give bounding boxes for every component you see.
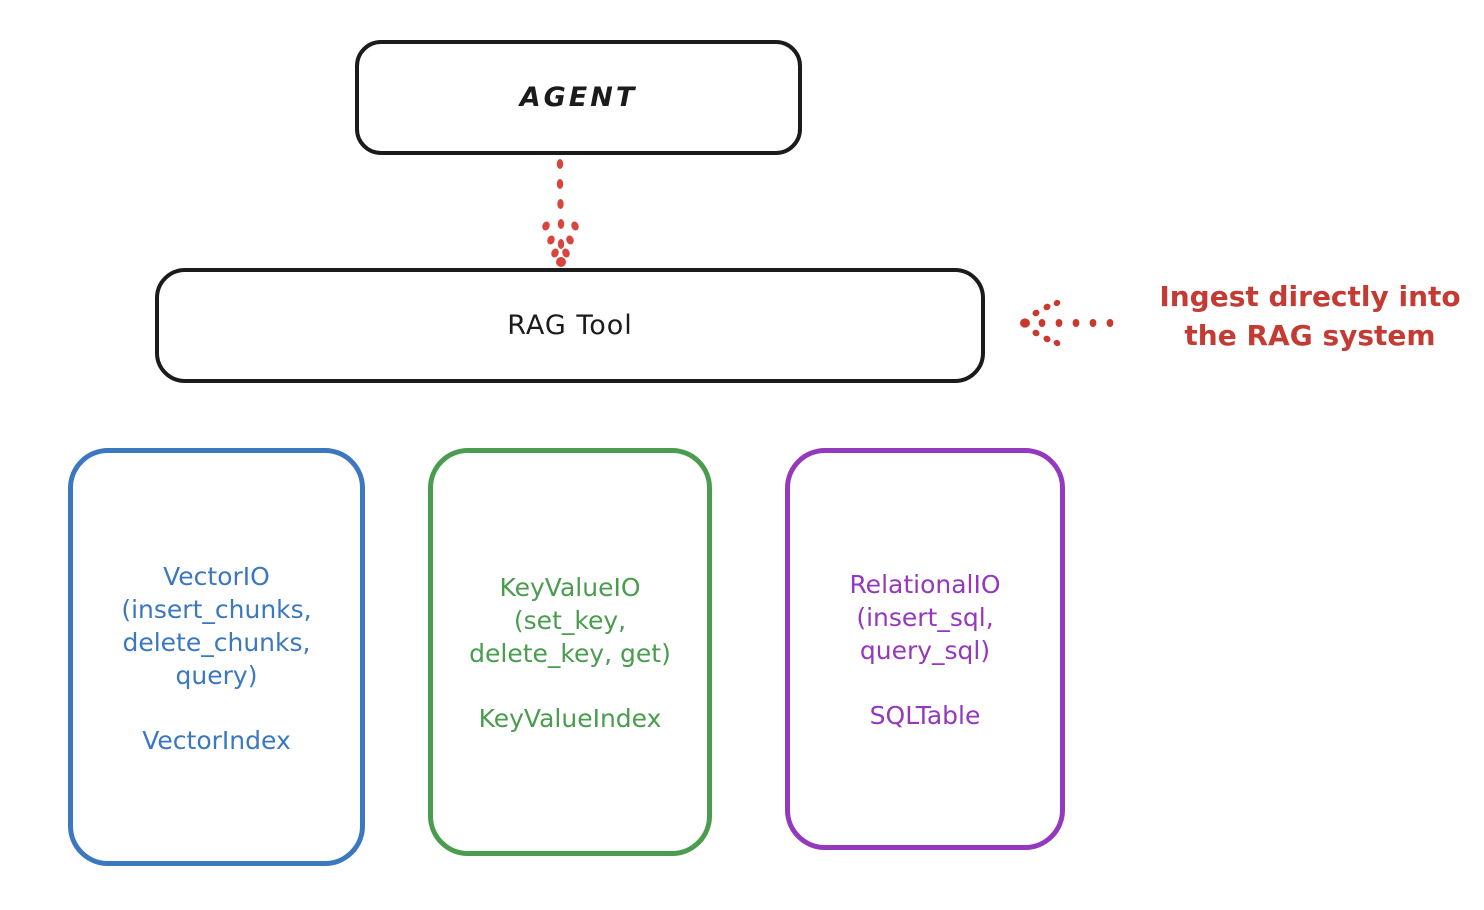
key-value-io-index-label: KeyValueIndex <box>478 704 662 733</box>
vector-io-node[interactable]: VectorIO (insert_chunks, delete_chunks, … <box>68 448 365 866</box>
agent-to-rag-tool-arrow-icon <box>542 159 579 267</box>
key-value-io-api-label: KeyValueIO (set_key, delete_key, get) <box>469 573 671 668</box>
rag-tool-node[interactable]: RAG Tool <box>155 268 985 383</box>
vector-io-api-label: VectorIO (insert_chunks, delete_chunks, … <box>121 561 312 690</box>
relational-io-api-label: RelationalIO (insert_sql, query_sql) <box>849 570 1001 665</box>
key-value-io-node[interactable]: KeyValueIO (set_key, delete_key, get) Ke… <box>428 448 712 856</box>
rag-tool-node-label: RAG Tool <box>507 310 633 341</box>
relational-io-node[interactable]: RelationalIO (insert_sql, query_sql) SQL… <box>785 448 1065 850</box>
agent-node-label: AGENT <box>519 82 638 113</box>
relational-io-index-label: SQLTable <box>869 701 981 730</box>
vector-io-index-label: VectorIndex <box>142 725 291 755</box>
agent-node[interactable]: AGENT <box>355 40 802 155</box>
ingest-arrow-icon <box>1020 299 1114 347</box>
ingest-annotation-label: Ingest directly into the RAG system <box>1159 280 1461 352</box>
